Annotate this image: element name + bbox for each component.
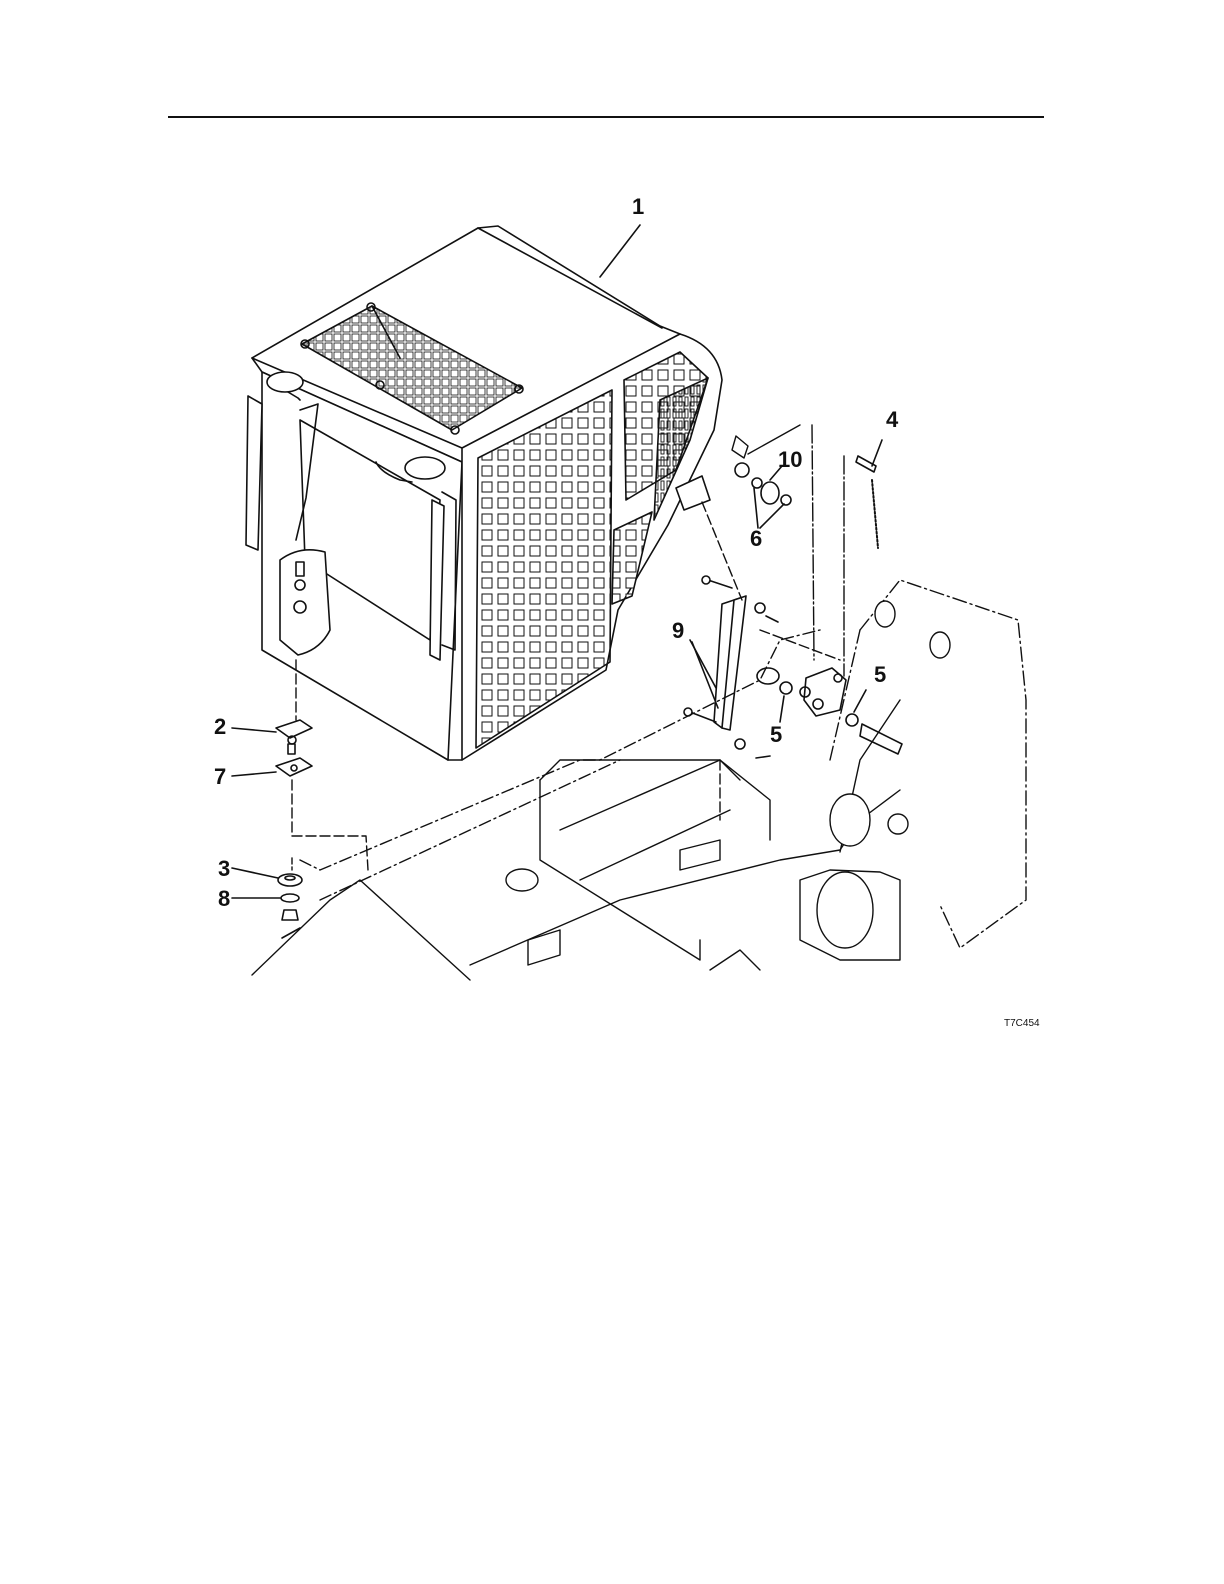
callout-10: 10 bbox=[778, 449, 802, 471]
mount-plate-item-2 bbox=[232, 720, 312, 754]
nut-item-8 bbox=[232, 894, 300, 938]
callout-6: 6 bbox=[750, 528, 762, 550]
callout-5-center: 5 bbox=[770, 724, 782, 746]
callout-9: 9 bbox=[672, 620, 684, 642]
cab-door-bracket bbox=[280, 550, 330, 655]
figure-code: T7C454 bbox=[1004, 1018, 1040, 1029]
callout-4: 4 bbox=[886, 409, 898, 431]
callout-8: 8 bbox=[218, 888, 230, 910]
callout-5-right: 5 bbox=[874, 664, 886, 686]
mount-plate-item-7 bbox=[232, 758, 312, 776]
pin-item-4 bbox=[856, 440, 882, 548]
isolator-item-3 bbox=[232, 868, 302, 886]
callout-3: 3 bbox=[218, 858, 230, 880]
callout-2: 2 bbox=[214, 716, 226, 738]
washer-spacer-items-6-10 bbox=[735, 463, 791, 528]
gas-strut-item-9 bbox=[684, 576, 778, 758]
callout-7: 7 bbox=[214, 766, 226, 788]
callout-1: 1 bbox=[632, 196, 644, 218]
